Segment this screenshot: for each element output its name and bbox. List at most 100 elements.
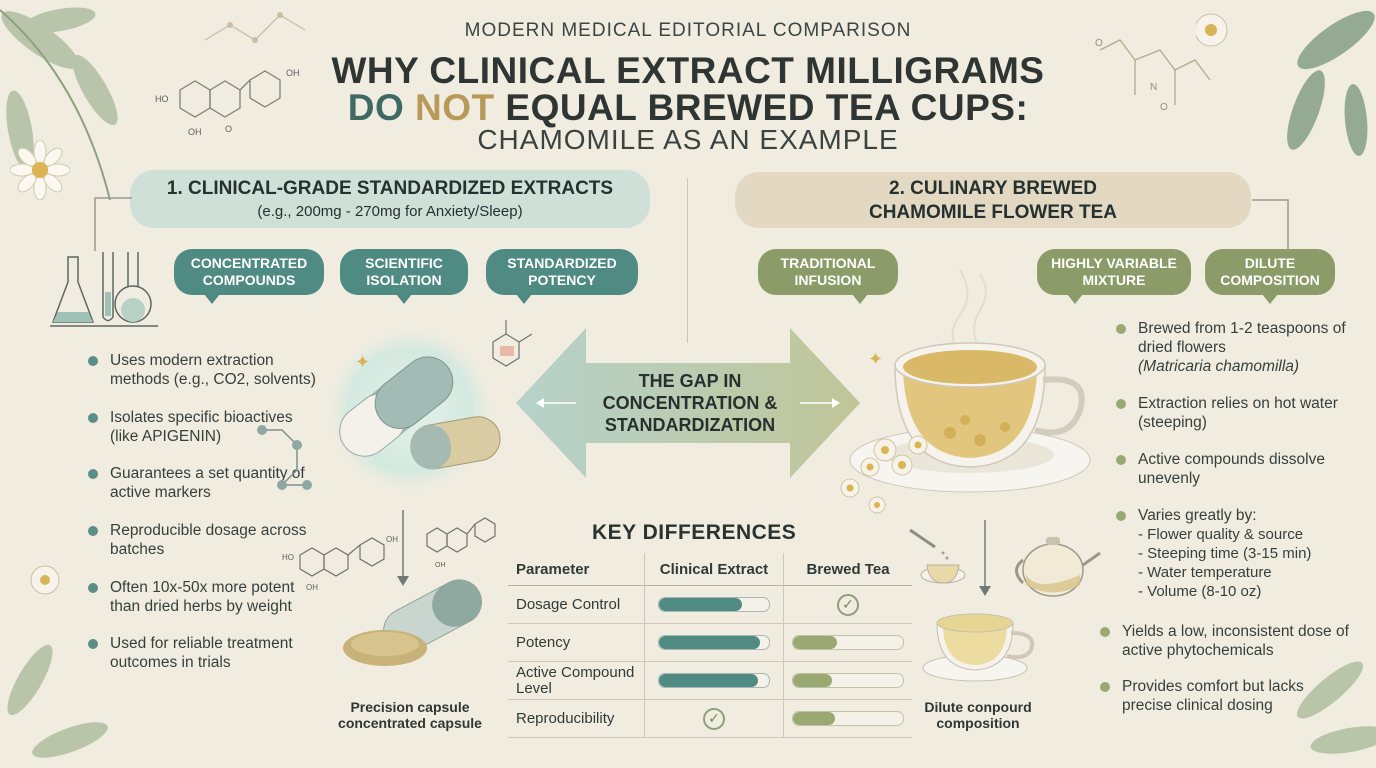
right-section-title-1: 2. CULINARY BREWED xyxy=(889,178,1097,199)
variation-factor: - Water temperature xyxy=(1138,564,1272,581)
clinical-level-bar xyxy=(658,597,770,612)
tea-cell xyxy=(783,623,912,662)
title-do: DO xyxy=(347,87,416,128)
bubble-label: DILUTE COMPOSITION xyxy=(1220,255,1320,288)
page-subtitle: CHAMOMILE AS AN EXAMPLE xyxy=(477,124,899,155)
bubble-dilute-composition: DILUTE COMPOSITION xyxy=(1205,249,1335,304)
variation-factors-list: - Flower quality & source- Steeping time… xyxy=(1138,525,1356,601)
spoon-and-cup-icon xyxy=(909,528,966,584)
left-bullet-item: Used for reliable treatment outcomes in … xyxy=(88,634,318,672)
variation-factor: - Volume (8-10 oz) xyxy=(1138,583,1262,600)
capsule-caption: Precision capsule concentrated capsule xyxy=(338,699,482,731)
leaf-decoration-top-left xyxy=(0,7,118,201)
lab-glassware-icon xyxy=(50,252,158,327)
molecule-branch-icon xyxy=(257,425,312,490)
bubble-label: TRADITIONAL INFUSION xyxy=(780,255,876,288)
clinical-cell: ✓ xyxy=(644,699,784,738)
svg-text:OH: OH xyxy=(386,535,398,544)
right-bullet-list-2: Yields a low, inconsistent dose of activ… xyxy=(1100,622,1356,715)
bullet-text: Reproducible dosage across batches xyxy=(110,522,307,558)
bullet-text: Active compounds dissolve unevenly xyxy=(1138,451,1325,487)
svg-text:N: N xyxy=(1150,82,1157,93)
table-header-row: Parameter Clinical Extract Brewed Tea xyxy=(508,553,912,586)
svg-text:OH: OH xyxy=(306,583,318,592)
molecule-sketch-icon: OON xyxy=(1095,38,1211,113)
bubble-traditional-infusion: TRADITIONAL INFUSION xyxy=(758,249,898,304)
clinical-level-bar xyxy=(658,635,770,650)
bubble-standardized-potency: STANDARDIZED POTENCY xyxy=(486,249,638,304)
capsule-illustration: ✦ xyxy=(322,322,501,498)
bubble-concentrated-compounds: CONCENTRATED COMPOUNDS xyxy=(174,249,324,304)
molecule-sketch-top-icon xyxy=(204,12,306,43)
left-section-header: 1. CLINICAL-GRADE STANDARDIZED EXTRACTS … xyxy=(130,170,650,228)
svg-text:✦: ✦ xyxy=(355,352,370,372)
bullet-text: Provides comfort but lacks precise clini… xyxy=(1122,678,1304,714)
key-differences-title: KEY DIFFERENCES xyxy=(592,521,797,544)
left-section-title: 1. CLINICAL-GRADE STANDARDIZED EXTRACTS xyxy=(166,178,614,199)
apigenin-molecule-small-icon: HO OH OH xyxy=(282,535,398,592)
right-bullet-item: Active compounds dissolve unevenly xyxy=(1116,450,1356,488)
left-bullet-list: Uses modern extraction methods (e.g., CO… xyxy=(88,351,318,672)
bar-fill xyxy=(659,674,758,687)
clinical-cell xyxy=(644,623,784,662)
col-header-tea: Brewed Tea xyxy=(783,553,912,586)
parameter-cell: Reproducibility xyxy=(508,699,645,738)
open-capsule-illustration xyxy=(343,579,482,666)
bullet-text: Guarantees a set quantity of active mark… xyxy=(110,465,305,501)
clinical-cell xyxy=(644,585,784,624)
apigenin-molecule-small-2-icon: OH xyxy=(426,517,496,569)
right-bullet-item: Provides comfort but lacks precise clini… xyxy=(1100,677,1356,715)
left-bullet-item: Guarantees a set quantity of active mark… xyxy=(88,464,318,502)
editorial-kicker: MODERN MEDICAL EDITORIAL COMPARISON xyxy=(464,20,912,41)
tea-level-bar xyxy=(792,673,904,688)
bullet-text: Varies greatly by: xyxy=(1138,507,1257,524)
tea-level-bar xyxy=(792,635,904,650)
svg-text:OH: OH xyxy=(435,562,446,569)
bullet-text: Used for reliable treatment outcomes in … xyxy=(110,635,293,671)
dilute-tea-cup-icon xyxy=(922,613,1034,682)
checkmark-icon: ✓ xyxy=(837,593,859,616)
bar-fill xyxy=(659,636,761,649)
clinical-level-bar xyxy=(658,673,770,688)
col-header-clinical: Clinical Extract xyxy=(644,553,784,586)
parameter-cell: Potency xyxy=(508,623,645,662)
tea-cell xyxy=(783,661,912,700)
arrow-down-icon xyxy=(397,510,409,586)
bubble-scientific-isolation: SCIENTIFIC ISOLATION xyxy=(340,249,468,304)
right-bracket-line xyxy=(1252,199,1289,253)
left-bullet-item: Often 10x-50x more potent than dried her… xyxy=(88,578,318,616)
svg-text:O: O xyxy=(1160,102,1168,113)
clinical-cell xyxy=(644,661,784,700)
left-bracket-line xyxy=(94,197,132,251)
leaf-decoration-bottom-right xyxy=(1296,661,1376,754)
dilute-caption: Dilute conpourd composition xyxy=(924,699,1032,731)
bullet-text: Yields a low, inconsistent dose of activ… xyxy=(1122,623,1349,659)
right-bullet-item: Yields a low, inconsistent dose of activ… xyxy=(1100,622,1356,660)
title-rest: EQUAL BREWED TEA CUPS: xyxy=(494,87,1029,128)
main-title-line-1: WHY CLINICAL EXTRACT MILLIGRAMS xyxy=(331,50,1045,91)
right-bullet-item: Varies greatly by: - Flower quality & so… xyxy=(1116,506,1356,601)
tea-level-bar xyxy=(792,711,904,726)
bubble-label: SCIENTIFIC ISOLATION xyxy=(365,255,443,288)
variation-factor: - Steeping time (3-15 min) xyxy=(1138,545,1312,562)
svg-text:HO: HO xyxy=(282,553,294,562)
bubble-label: CONCENTRATED COMPOUNDS xyxy=(190,255,308,288)
leaf-decoration-bottom-left xyxy=(7,565,108,758)
right-bullet-list: Brewed from 1-2 teaspoons of dried flowe… xyxy=(1116,319,1356,619)
center-divider xyxy=(687,178,688,343)
main-title-line-2: DO NOT EQUAL BREWED TEA CUPS: xyxy=(0,87,1376,129)
bullet-text: Uses modern extraction methods (e.g., CO… xyxy=(110,352,316,388)
bubble-label: STANDARDIZED POTENCY xyxy=(507,255,617,288)
leaf-decoration-top-right xyxy=(1196,10,1375,156)
left-bullet-item: Reproducible dosage across batches xyxy=(88,521,318,559)
bubble-highly-variable-mixture: HIGHLY VARIABLE MIXTURE xyxy=(1037,249,1191,304)
bullet-italic-text: (Matricaria chamomilla) xyxy=(1138,358,1300,375)
tea-cell: ✓ xyxy=(783,585,912,624)
left-section-subtitle: (e.g., 200mg - 270mg for Anxiety/Sleep) xyxy=(257,203,523,220)
bar-fill xyxy=(793,636,837,649)
loose-flowers-icon xyxy=(840,478,886,514)
chamomile-flower-icon xyxy=(10,140,70,200)
bullet-text: Brewed from 1-2 teaspoons of dried flowe… xyxy=(1138,320,1346,356)
left-bullet-item: Isolates specific bioactives (like APIGE… xyxy=(88,408,318,446)
